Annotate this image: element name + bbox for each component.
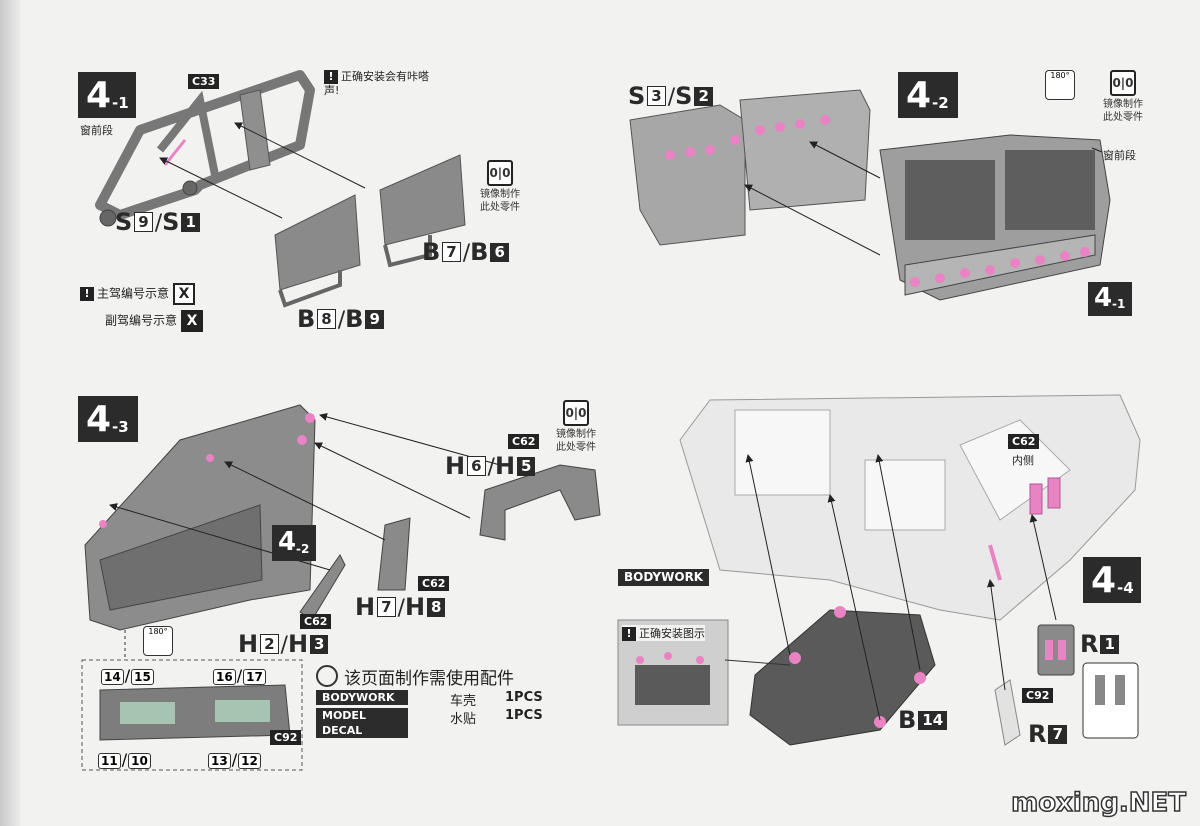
bodywork-shell xyxy=(679,394,1141,621)
decal-numbers-top-left: 14/15 xyxy=(100,666,155,685)
ref-c62-b: C62 xyxy=(418,576,450,591)
gear-icon xyxy=(316,665,338,687)
bodywork-tag: BODYWORK xyxy=(618,569,710,586)
decal-numbers-bottom-right: 13/12 xyxy=(207,750,262,769)
step-4-3-badge: 4-3 xyxy=(78,396,138,442)
cover-part-r7 xyxy=(994,679,1021,746)
material-name-decal: 水贴 xyxy=(450,712,477,727)
armrest-part-h6 xyxy=(479,464,601,541)
mirror-icon: 0|0 xyxy=(487,160,513,186)
ref-4-1-badge: 4-1 xyxy=(1088,282,1132,316)
decal-numbers-top-right: 16/17 xyxy=(212,666,267,685)
rotate-180-icon: 180° xyxy=(1045,70,1075,100)
ref-c33: C33 xyxy=(188,74,220,89)
materials-title: 该页面制作需使用配件 xyxy=(316,664,514,689)
warning-icon: ! xyxy=(324,70,338,84)
warning-icon: ! xyxy=(622,627,636,641)
page-binding-shadow xyxy=(0,0,20,826)
ref-c62-d: C62 xyxy=(1008,434,1040,449)
mirror-icon: 0|0 xyxy=(1110,70,1136,96)
ref-c92-b: C92 xyxy=(1022,688,1054,703)
light-part-r1 xyxy=(1037,624,1075,676)
site-watermark: moxing.NET xyxy=(1010,787,1186,819)
step-4-2-badge: 4-2 xyxy=(898,72,958,118)
ref-c62-a: C62 xyxy=(508,434,540,449)
step-4-1-badge: 4-1 xyxy=(78,72,136,118)
inside-label: 内侧 xyxy=(1012,454,1034,467)
r1-detail-box xyxy=(1082,662,1139,739)
decal-guide-box xyxy=(81,659,303,771)
panel-part-b14 xyxy=(749,606,936,746)
material-qty-bodywork: 1PCS xyxy=(505,690,543,705)
warning-icon: ! xyxy=(80,287,94,301)
correct-install-note: !正确安装图示 xyxy=(622,625,705,641)
glass-part-b7 xyxy=(379,154,466,268)
material-tag-decal: MODEL DECAL xyxy=(316,708,408,738)
handle-part-h7 xyxy=(377,517,411,591)
decal-numbers-bottom-left: 11/10 xyxy=(97,750,152,769)
material-tag-bodywork: BODYWORK xyxy=(316,690,408,705)
door-inner-part xyxy=(629,89,871,246)
door-panel-assembly xyxy=(84,404,316,631)
ref-4-2-badge: 4-2 xyxy=(272,525,316,561)
material-qty-decal: 1PCS xyxy=(505,708,543,723)
click-note: !正确安装会有咔嗒声! xyxy=(324,70,429,97)
window-assembly-part xyxy=(879,134,1111,301)
window-frame-part xyxy=(95,70,315,227)
ref-c62-c: C62 xyxy=(300,614,332,629)
glass-part-b8 xyxy=(274,194,361,308)
caption-window-front: 窗前段 xyxy=(80,124,113,137)
step-4-4-badge: 4-4 xyxy=(1083,557,1141,603)
caption-window-front-2: 窗前段 xyxy=(1103,149,1136,162)
ref-c92-a: C92 xyxy=(270,730,302,745)
material-name-bodywork: 车壳 xyxy=(450,694,477,709)
mirror-icon: 0|0 xyxy=(563,400,589,426)
rotate-180-icon: 180° xyxy=(143,626,173,656)
